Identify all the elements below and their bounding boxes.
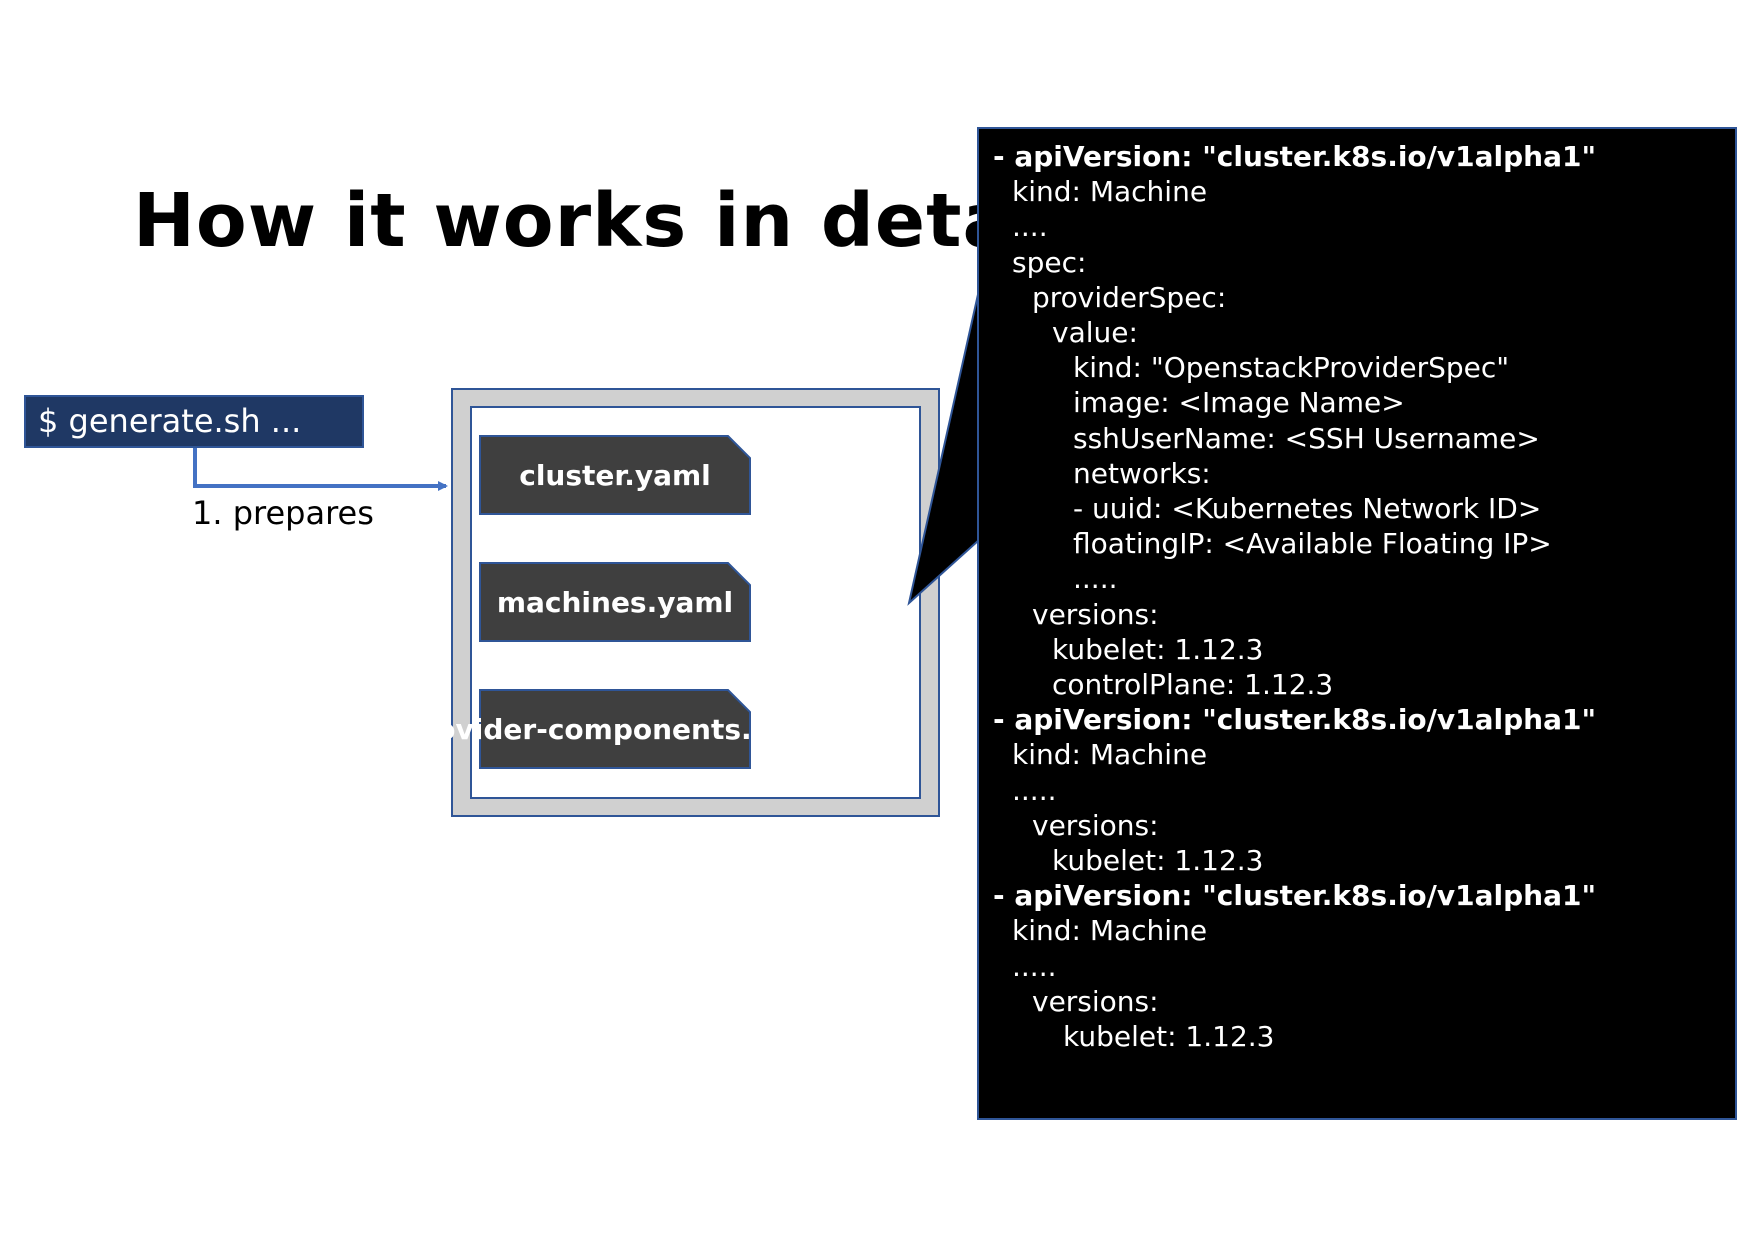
yaml-api-version-line: - apiVersion: "cluster.k8s.io/v1alpha1" bbox=[993, 703, 1597, 737]
yaml-line: kind: "OpenstackProviderSpec" bbox=[1073, 351, 1510, 385]
yaml-api-version-line: - apiVersion: "cluster.k8s.io/v1alpha1" bbox=[993, 879, 1597, 913]
yaml-line: ..... bbox=[1012, 773, 1057, 807]
machines-yaml-preview-panel: - apiVersion: "cluster.k8s.io/v1alpha1"k… bbox=[977, 127, 1737, 1120]
yaml-line: .... bbox=[1012, 210, 1048, 244]
yaml-line: versions: bbox=[1032, 597, 1159, 631]
page-title: How it works in detail? bbox=[133, 178, 1111, 264]
yaml-line: kind: Machine bbox=[1012, 738, 1208, 772]
file-shape bbox=[479, 562, 751, 642]
file-name: machines.yaml bbox=[496, 585, 734, 619]
file-shape bbox=[479, 689, 751, 769]
yaml-line: providerSpec: bbox=[1032, 280, 1227, 314]
yaml-line: versions: bbox=[1032, 984, 1159, 1018]
yaml-line: kubelet: 1.12.3 bbox=[1052, 632, 1264, 666]
yaml-line: image: <Image Name> bbox=[1073, 386, 1405, 420]
yaml-line: floatingIP: <Available Floating IP> bbox=[1073, 527, 1552, 561]
yaml-line: value: bbox=[1052, 316, 1138, 349]
callout-pointer-edge bbox=[907, 289, 980, 606]
file-item-machines: machines.yaml bbox=[479, 562, 751, 642]
yaml-api-version-line: - apiVersion: "cluster.k8s.io/v1alpha1" bbox=[993, 140, 1597, 173]
file-item-cluster: cluster.yaml bbox=[479, 435, 751, 515]
yaml-line: kind: Machine bbox=[1012, 914, 1208, 948]
yaml-line: kubelet: 1.12.3 bbox=[1052, 844, 1264, 877]
generate-command-box: $ generate.sh ... bbox=[24, 395, 364, 448]
yaml-line: controlPlane: 1.12.3 bbox=[1052, 668, 1334, 701]
yaml-line: versions: bbox=[1032, 808, 1159, 842]
yaml-line: - uuid: <Kubernetes Network ID> bbox=[1073, 492, 1542, 525]
yaml-line: networks: bbox=[1073, 456, 1211, 490]
file-shape bbox=[479, 435, 751, 515]
yaml-line: sshUserName: <SSH Username> bbox=[1073, 421, 1540, 455]
prepares-arrow bbox=[193, 448, 448, 491]
yaml-line: kubelet: 1.12.3 bbox=[1063, 1020, 1275, 1053]
generate-command-text: $ generate.sh ... bbox=[38, 402, 302, 440]
file-name: cluster.yaml bbox=[519, 458, 711, 492]
yaml-line: ..... bbox=[1012, 949, 1057, 983]
yaml-line: kind: Machine bbox=[1012, 175, 1208, 209]
yaml-line: spec: bbox=[1012, 245, 1087, 279]
yaml-line: ..... bbox=[1073, 562, 1118, 596]
prepares-step-label: 1. prepares bbox=[192, 494, 374, 532]
